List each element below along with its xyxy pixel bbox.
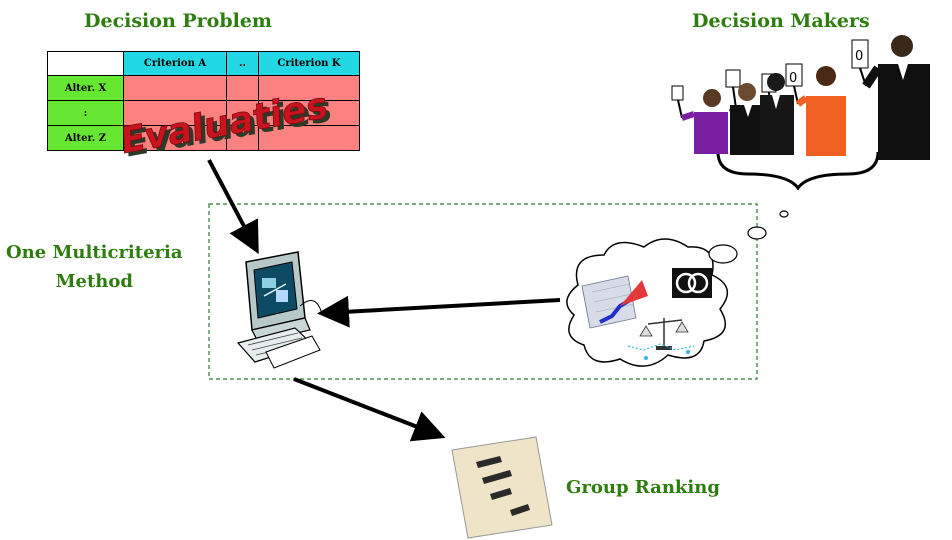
method-label-line1: One Multicriteria: [6, 242, 183, 263]
table-cell: [258, 125, 360, 151]
method-label-line2: Method: [55, 271, 133, 292]
table-cell: [258, 100, 360, 126]
header-criterion-a: Criterion A: [123, 51, 227, 76]
person-icon: 0: [785, 63, 846, 156]
table-cell: [226, 75, 259, 101]
table-row: Alter. Z: [47, 125, 360, 151]
group-ranking-label: Group Ranking: [566, 477, 720, 498]
decision-table: Criterion A .. Criterion K Alter. X : Al…: [47, 51, 360, 151]
svg-text:0: 0: [789, 71, 797, 86]
person-icon: 0: [851, 35, 930, 160]
header-criterion-k: Criterion K: [258, 51, 360, 76]
ranking-paper-icon: [451, 436, 553, 539]
multicriteria-method-label: One Multicriteria Method: [6, 238, 183, 296]
thought-cloud-icon: [566, 210, 789, 367]
decision-problem-label: Decision Problem: [84, 10, 273, 32]
row-label-alter-z: Alter. Z: [47, 125, 124, 151]
table-corner-cell: [47, 51, 124, 76]
person-icon: [671, 85, 728, 154]
mini-chart-icon: [581, 275, 648, 329]
table-cell: [123, 125, 227, 151]
table-row: Alter. X: [47, 75, 360, 101]
rings-icon: [672, 268, 712, 298]
evaluaties-wordart: Evaluaties Evaluaties: [120, 83, 333, 166]
table-cell: [123, 100, 227, 126]
table-row: :: [47, 100, 360, 126]
table-cell: [226, 100, 259, 126]
scales-icon: [639, 318, 689, 350]
dotted-graph-icon: [627, 343, 695, 360]
arrow-thought-to-computer: [317, 295, 561, 328]
table-header-row: Criterion A .. Criterion K: [47, 51, 360, 76]
header-ellipsis: ..: [226, 51, 259, 76]
row-label-alter-x: Alter. X: [47, 75, 124, 101]
person-icon: [725, 69, 766, 155]
svg-text:0: 0: [855, 49, 863, 64]
decision-makers-label: Decision Makers: [692, 10, 870, 32]
brace-icon: [716, 151, 880, 191]
table-cell: [123, 75, 227, 101]
method-dashed-box: [208, 203, 758, 380]
person-icon: [760, 73, 794, 155]
row-label-colon: :: [47, 100, 124, 126]
decision-makers-icon: 0 0: [671, 35, 930, 191]
computer-icon: [236, 251, 323, 369]
table-cell: [226, 125, 259, 151]
arrow-method-to-ranking: [293, 377, 446, 442]
wordart-text: Evaluaties: [120, 83, 328, 163]
arrow-problem-to-method: [207, 159, 259, 255]
